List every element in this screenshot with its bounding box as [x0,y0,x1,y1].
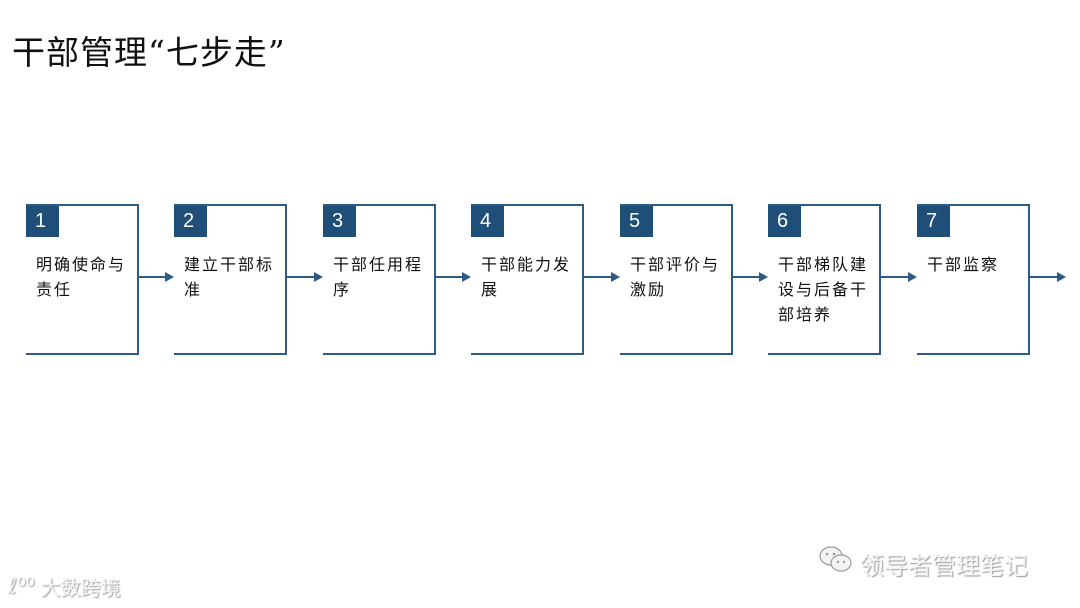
arrow-right-icon [881,272,917,282]
step-box-2: 2 建立干部标准 [174,204,287,355]
step-number-badge: 5 [620,206,653,237]
step-number-badge: 4 [471,206,504,237]
watermark-text: 大数跨境 [40,576,121,600]
step-label: 干部梯队建设与后备干部培养 [778,255,869,324]
step-label: 干部任用程序 [333,255,424,299]
arrow-right-icon [584,272,620,282]
arrow-right-icon [287,272,323,282]
wechat-icon [818,545,854,581]
watermark-logo: ℓ⁰⁰ 大数跨境 [8,572,121,601]
step-number-badge: 6 [768,206,801,237]
arrow-right-icon [139,272,174,282]
step-label: 建立干部标准 [184,255,275,299]
step-box-6: 6 干部梯队建设与后备干部培养 [768,204,881,355]
arrow-right-icon [1030,272,1066,282]
step-box-1: 1 明确使命与责任 [26,204,139,355]
step-number-badge: 2 [174,206,207,237]
page-title: 干部管理“七步走” [12,33,286,72]
step-label: 干部评价与激励 [630,255,721,299]
step-label: 干部能力发展 [481,255,572,299]
step-number-badge: 7 [917,206,950,237]
arrow-right-icon [436,272,471,282]
logo-icon: ℓ⁰⁰ [8,574,35,599]
step-box-5: 5 干部评价与激励 [620,204,733,355]
step-box-3: 3 干部任用程序 [323,204,436,355]
step-label: 干部监察 [927,255,1000,274]
step-number-badge: 1 [26,206,59,237]
arrow-right-icon [733,272,768,282]
watermark-wechat: 领导者管理笔记 [818,545,1028,581]
step-box-7: 7 干部监察 [917,204,1030,355]
watermark-text: 领导者管理笔记 [860,551,1028,580]
step-number-badge: 3 [323,206,356,237]
step-box-4: 4 干部能力发展 [471,204,584,355]
step-label: 明确使命与责任 [36,255,127,299]
